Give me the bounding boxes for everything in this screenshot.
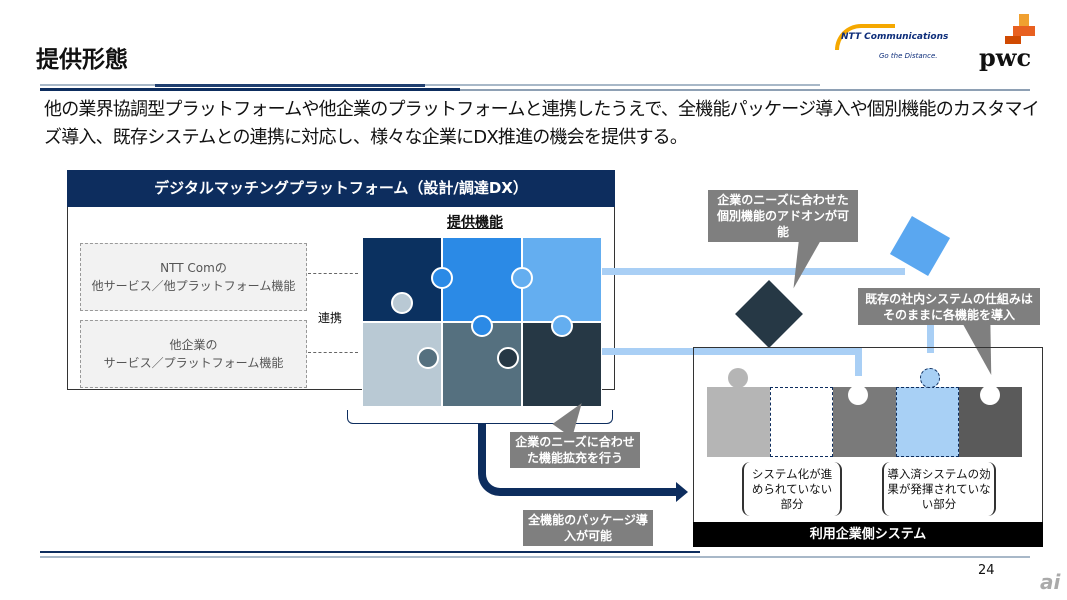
intro-text: 他の業界協調型プラットフォームや他企業のプラットフォームと連携したうえで、全機能… (44, 99, 1040, 148)
flow-line (600, 268, 905, 275)
divider (40, 88, 460, 91)
callout-package: 全機能のパッケージ導入が可能 (523, 510, 653, 546)
page-number: 24 (978, 563, 995, 578)
callout-expand: 企業のニーズに合わせた機能拡充を行う (510, 432, 640, 468)
flow-line (600, 348, 862, 355)
puzzle-knob (920, 368, 940, 388)
pwc-logo-text: pwc (979, 43, 1032, 72)
puzzle-socket (980, 385, 1000, 405)
system-piece-ineffective (896, 387, 959, 457)
feature-puzzle (362, 237, 604, 409)
puzzle-piece (522, 237, 602, 322)
puzzle-knob (728, 368, 748, 388)
pwc-logo: pwc (975, 14, 1045, 74)
callout-addon: 企業のニーズに合わせた個別機能のアドオンが可能 (708, 190, 858, 242)
addon-piece-dark (735, 280, 803, 348)
user-system-title: 利用企業側システム (693, 522, 1043, 547)
bracket (347, 410, 613, 424)
note-unsystemized: システム化が進められていない部分 (742, 462, 842, 516)
divider (40, 89, 1030, 91)
page-title: 提供形態 (36, 47, 128, 73)
source-other: 他企業のサービス／プラットフォーム機能 (80, 320, 307, 388)
puzzle-piece (442, 237, 522, 322)
source-ntt: NTT Comの他サービス／他プラットフォーム機能 (80, 243, 307, 311)
flow-line (927, 325, 934, 353)
source-other-line1: 他企業の (169, 338, 218, 352)
ntt-logo: NTT Communications Go the Distance. (835, 22, 965, 70)
link-label: 連携 (318, 311, 343, 325)
features-label: 提供機能 (447, 215, 503, 231)
divider (40, 84, 820, 86)
platform-title: デジタルマッチングプラットフォーム（設計/調達DX） (67, 170, 615, 207)
system-piece (707, 387, 770, 457)
package-arrow (478, 424, 678, 496)
ntt-logo-name: NTT Communications (841, 32, 949, 42)
link-arrow (308, 352, 358, 353)
link-arrow (308, 273, 358, 274)
puzzle-socket (848, 385, 868, 405)
source-other-line2: サービス／プラットフォーム機能 (103, 356, 284, 370)
note-ineffective: 導入済システムの効果が発揮されていない部分 (882, 462, 996, 516)
flow-line (855, 348, 862, 376)
ntt-logo-tagline: Go the Distance. (879, 52, 938, 60)
source-ntt-line1: NTT Comの (160, 261, 227, 275)
source-ntt-line2: 他サービス／他プラットフォーム機能 (91, 279, 296, 293)
divider (155, 84, 425, 87)
footer-divider (40, 556, 1030, 558)
puzzle-piece (522, 322, 602, 407)
system-piece-missing (770, 387, 833, 457)
callout-existing: 既存の社内システムの仕組みはそのままに各機能を導入 (858, 288, 1040, 325)
watermark: ai (1040, 570, 1061, 594)
footer-divider (40, 551, 700, 553)
arrow-head (676, 482, 688, 502)
